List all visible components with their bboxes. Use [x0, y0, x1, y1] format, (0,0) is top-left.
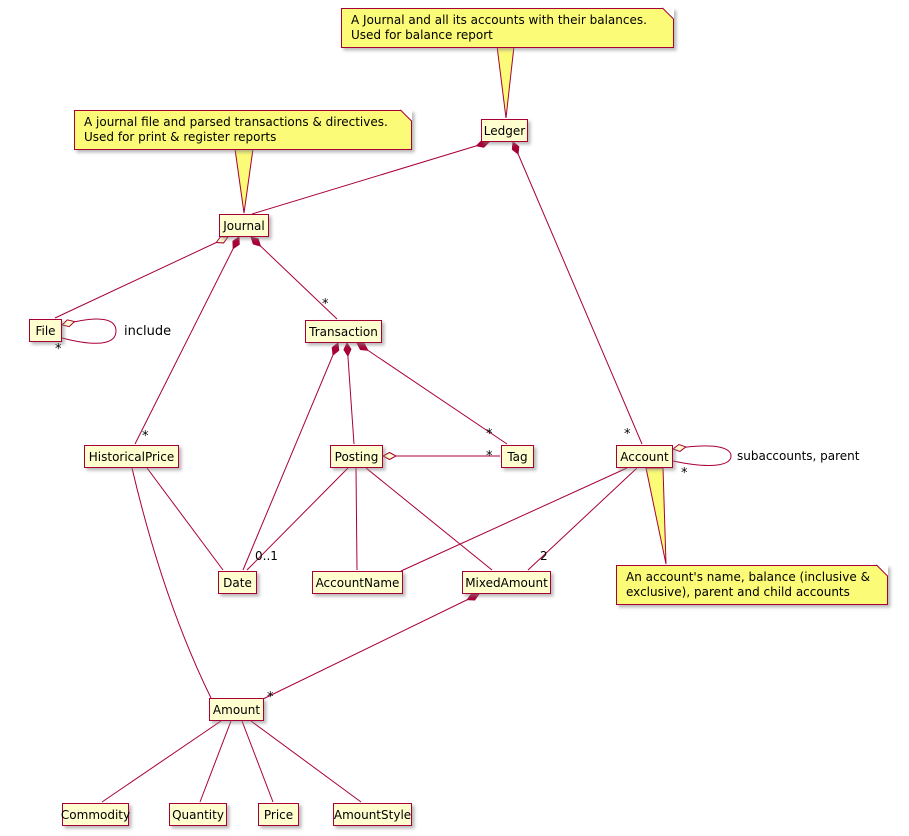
multiplicity-journal-transaction: * — [322, 297, 329, 312]
note-ledger-line2: Used for balance report — [351, 28, 493, 42]
multiplicity-journal-historicalprice: * — [142, 429, 149, 444]
class-node-commodity: Commodity — [61, 803, 130, 826]
class-node-mixedamount: MixedAmount — [462, 571, 551, 594]
edge-amount-price — [241, 720, 274, 803]
note-account-line1: An account's name, balance (inclusive & — [626, 570, 870, 584]
multiplicity-ledger-account: * — [624, 427, 631, 442]
edge-historicalprice-date — [146, 467, 224, 571]
edge-amount-commodity — [101, 720, 222, 803]
edge-transaction-tag — [357, 343, 508, 445]
note-ledger-line1: A Journal and all its accounts with thei… — [351, 13, 647, 27]
edge-mixedamount-amount — [262, 594, 479, 700]
edge-journal-historicalprice — [134, 237, 239, 445]
note-connector-account — [645, 467, 667, 565]
multiplicity-transaction-tag: * — [486, 427, 493, 442]
edge-label-subaccounts-parent: subaccounts, parent — [737, 449, 860, 463]
edge-transaction-posting — [347, 343, 355, 445]
multiplicity-posting-date: 0..1 — [255, 549, 278, 563]
edge-label-include: include — [124, 324, 172, 339]
class-node-amountstyle: AmountStyle — [333, 803, 412, 826]
class-node-price: Price — [258, 803, 299, 826]
note-connector-ledger — [496, 45, 515, 119]
multiplicity-file-include: * — [55, 342, 62, 357]
note-account-line2: exclusive), parent and child accounts — [626, 585, 850, 599]
note-account: An account's name, balance (inclusive & … — [616, 565, 888, 605]
multiplicity-mixedamount-amount: * — [267, 690, 274, 705]
edge-account-accountname — [400, 467, 628, 572]
edge-historicalprice-amount — [131, 467, 212, 699]
class-node-quantity: Quantity — [169, 803, 227, 826]
edge-account-self-subaccounts — [673, 446, 732, 466]
note-journal-line1: A journal file and parsed transactions &… — [84, 115, 388, 129]
edge-ledger-journal — [251, 142, 489, 215]
edge-account-mixedamount — [527, 467, 638, 571]
note-ledger: A Journal and all its accounts with thei… — [341, 8, 674, 48]
class-node-date: Date — [218, 571, 257, 594]
class-node-accountname: AccountName — [312, 571, 403, 594]
edge-posting-accountname — [355, 467, 358, 571]
multiplicity-account-mixedamount: 2 — [540, 549, 548, 563]
edge-posting-mixedamount — [365, 467, 493, 571]
multiplicity-account-subaccounts: * — [681, 466, 688, 481]
note-journal: A journal file and parsed transactions &… — [74, 110, 412, 150]
edge-posting-date — [246, 467, 349, 571]
multiplicity-posting-tag: * — [486, 449, 493, 464]
edge-journal-file — [54, 237, 228, 319]
edge-file-self-include — [62, 318, 117, 344]
edge-journal-transaction — [251, 237, 338, 320]
class-node-file: File — [29, 319, 62, 342]
edge-amount-amountstyle — [250, 720, 362, 803]
class-node-amount: Amount — [209, 698, 264, 721]
edge-ledger-account — [513, 142, 643, 445]
class-node-posting: Posting — [330, 445, 383, 468]
edge-amount-quantity — [199, 720, 232, 803]
class-node-ledger: Ledger — [481, 119, 528, 142]
note-journal-line2: Used for print & register reports — [84, 130, 277, 144]
note-connector-journal — [234, 148, 254, 214]
class-node-transaction: Transaction — [305, 320, 382, 343]
class-node-journal: Journal — [219, 214, 269, 237]
edge-transaction-date — [242, 343, 338, 571]
class-node-account: Account — [616, 445, 673, 468]
class-node-tag: Tag — [501, 445, 534, 468]
class-node-historicalprice: HistoricalPrice — [84, 445, 179, 468]
